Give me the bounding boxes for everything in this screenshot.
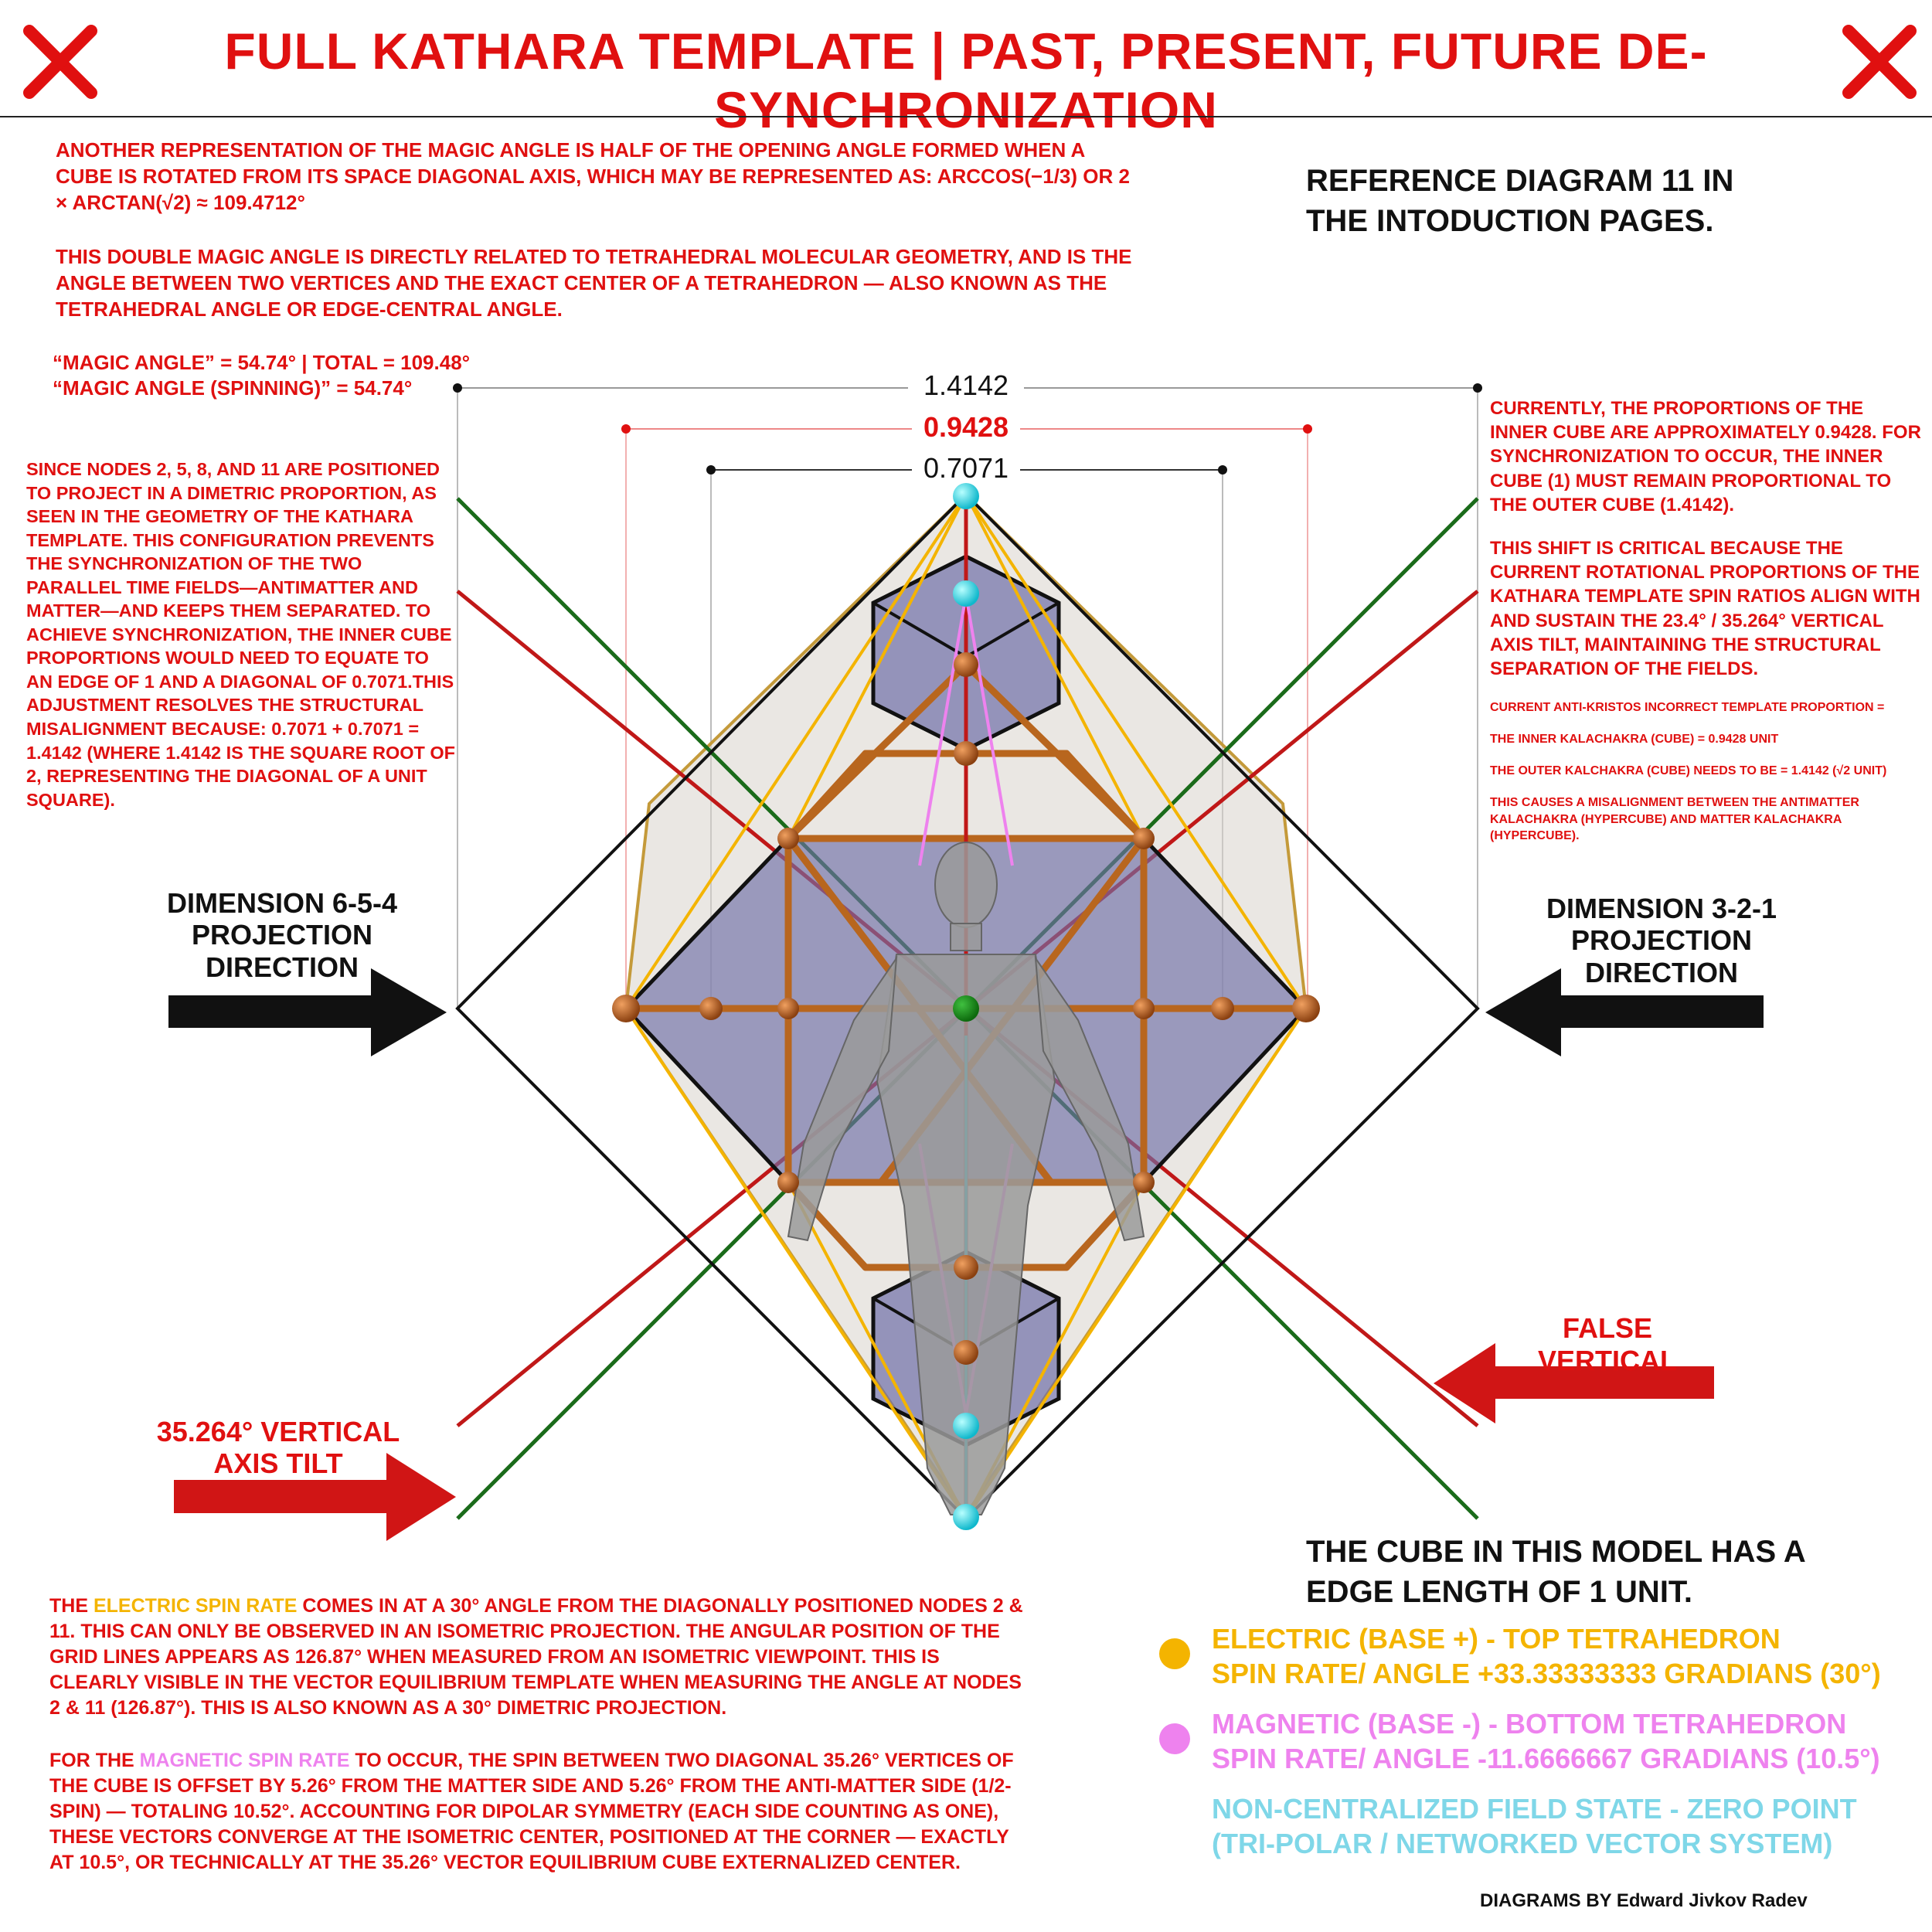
magnetic-spin-paragraph: FOR THE MAGNETIC SPIN RATE TO OCCUR, THE…	[49, 1750, 1014, 1873]
lattice-nodes	[612, 483, 1320, 1530]
legend-magnetic-rate: SPIN RATE/ ANGLE -11.6666667 GRADIANS (1…	[1212, 1743, 1880, 1774]
magnetic-dot-icon	[1159, 1723, 1190, 1754]
close-icon-right	[1842, 25, 1917, 99]
dimension-654-label: DIMENSION 6-5-4 PROJECTION DIRECTION	[166, 887, 398, 983]
arrow-right-dimension	[1485, 968, 1764, 1056]
electric-dot-icon	[1159, 1638, 1190, 1669]
legend-electric-rate: SPIN RATE/ ANGLE +33.33333333 GRADIANS (…	[1212, 1658, 1881, 1689]
magnetic-spin-highlight: MAGNETIC SPIN RATE	[139, 1750, 350, 1771]
magic-angle-spinning: “MAGIC ANGLE (SPINNING)” = 54.74°	[53, 376, 413, 400]
measure-middle	[621, 411, 1312, 1009]
measure-inner-label: 0.7071	[923, 452, 1009, 484]
title-divider	[0, 116, 1932, 117]
legend: ELECTRIC (BASE +) - TOP TETRAHEDRON SPIN…	[1159, 1621, 1924, 1861]
current-proportions-text: CURRENTLY, THE PROPORTIONS OF THE INNER …	[1490, 398, 1921, 515]
legend-magnetic-title: MAGNETIC (BASE -) - BOTTOM TETRAHEDRON	[1212, 1708, 1847, 1740]
magic-angle-total: “MAGIC ANGLE” = 54.74° | TOTAL = 109.48°	[53, 351, 471, 374]
legend-neutral: NON-CENTRALIZED FIELD STATE - ZERO POINT…	[1212, 1791, 1924, 1861]
legend-neutral-subtitle: (TRI-POLAR / NETWORKED VECTOR SYSTEM)	[1212, 1828, 1833, 1859]
page-title: FULL KATHARA TEMPLATE | PAST, PRESENT, F…	[224, 22, 1708, 138]
arrow-false-vertical	[1434, 1343, 1714, 1423]
electric-spin-paragraph: THE ELECTRIC SPIN RATE COMES IN AT A 30°…	[49, 1595, 1023, 1719]
measure-inner	[706, 452, 1227, 1009]
legend-neutral-title: NON-CENTRALIZED FIELD STATE - ZERO POINT	[1212, 1793, 1857, 1825]
electric-spin-highlight: ELECTRIC SPIN RATE	[93, 1595, 298, 1617]
arrow-axis-tilt	[174, 1453, 456, 1541]
reference-note: REFERENCE DIAGRAM 11 IN THE INTODUCTION …	[1306, 164, 1734, 238]
legend-electric-title: ELECTRIC (BASE +) - TOP TETRAHEDRON	[1212, 1623, 1781, 1655]
false-vertical-label: FALSE VERTICAL	[1538, 1312, 1677, 1376]
close-icon-left	[23, 25, 97, 99]
dimetric-explanation: SINCE NODES 2, 5, 8, AND 11 ARE POSITION…	[26, 459, 456, 810]
outer-kalachakra-note: THE OUTER KALCHAKRA (CUBE) NEEDS TO BE =…	[1490, 764, 1887, 777]
inner-kalachakra-note: THE INNER KALACHAKRA (CUBE) = 0.9428 UNI…	[1490, 733, 1779, 746]
misalignment-note: THIS CAUSES A MISALIGNMENT BETWEEN THE A…	[1490, 796, 1859, 843]
measure-outer-label: 1.4142	[923, 369, 1009, 401]
cube-edge-note: THE CUBE IN THIS MODEL HAS A EDGE LENGTH…	[1306, 1535, 1805, 1609]
legend-magnetic: MAGNETIC (BASE -) - BOTTOM TETRAHEDRON S…	[1159, 1706, 1924, 1776]
measure-outer	[453, 369, 1482, 1009]
tetrahedral-angle-text: THIS DOUBLE MAGIC ANGLE IS DIRECTLY RELA…	[56, 245, 1132, 321]
axis-tilt-label: 35.264° VERTICAL AXIS TILT	[156, 1416, 400, 1480]
anti-kristos-note: CURRENT ANTI-KRISTOS INCORRECT TEMPLATE …	[1490, 701, 1885, 714]
critical-shift-text: THIS SHIFT IS CRITICAL BECAUSE THE CURRE…	[1490, 538, 1920, 679]
arrow-left-dimension	[168, 968, 447, 1056]
legend-electric: ELECTRIC (BASE +) - TOP TETRAHEDRON SPIN…	[1159, 1621, 1924, 1691]
credit-line: DIAGRAMS BY Edward Jivkov Radev	[1480, 1890, 1808, 1911]
measure-middle-label: 0.9428	[923, 411, 1009, 443]
magic-angle-text: ANOTHER REPRESENTATION OF THE MAGIC ANGL…	[56, 138, 1130, 214]
dimension-321-label: DIMENSION 3-2-1 PROJECTION DIRECTION	[1546, 893, 1777, 988]
human-figure	[787, 842, 1145, 1515]
